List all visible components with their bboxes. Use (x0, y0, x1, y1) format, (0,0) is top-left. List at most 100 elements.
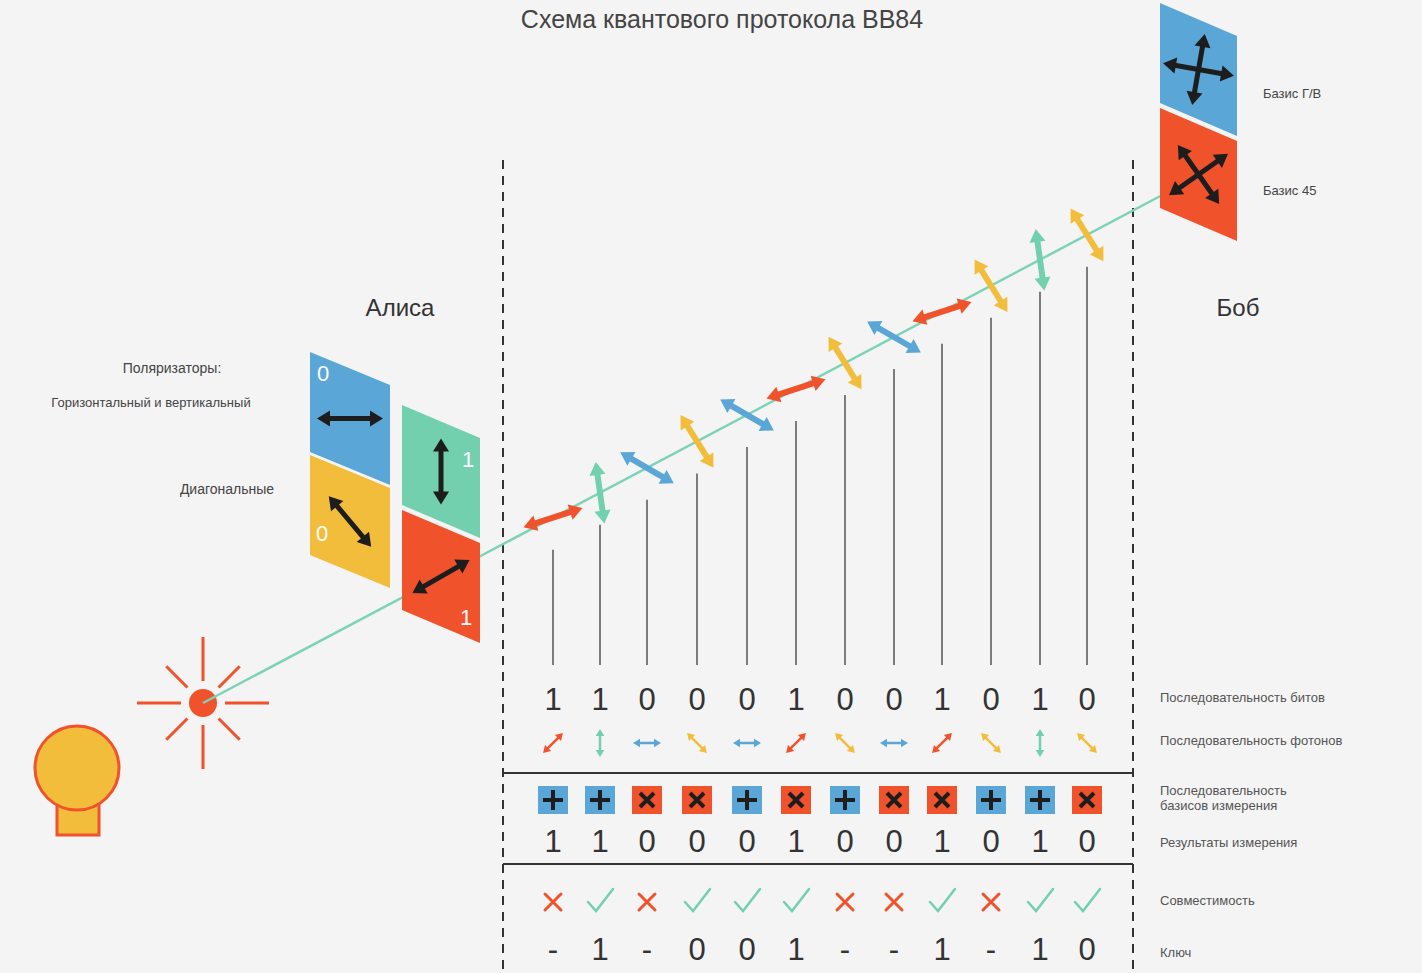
photon-icon (543, 733, 563, 753)
arrow-head (811, 376, 826, 391)
polarizer-arrow (433, 439, 449, 505)
bit-value: 0 (638, 682, 655, 718)
photon-icon (596, 729, 605, 757)
basis-symbol (1025, 786, 1055, 814)
measurement-value: 0 (982, 824, 999, 860)
photon (867, 321, 921, 353)
check-mark (784, 889, 809, 911)
arrow-head (720, 399, 735, 413)
arrow-head (1090, 246, 1104, 261)
measurement-value: 1 (1031, 824, 1048, 860)
arrow-head (700, 452, 714, 467)
key-value: - (548, 932, 558, 968)
measurement-value: 0 (836, 824, 853, 860)
light-ray (137, 702, 181, 705)
arrow-head (1036, 729, 1045, 736)
arrow-head (1163, 58, 1177, 74)
measurement-value: 1 (787, 824, 804, 860)
row-label: Последовательность базисов измерения (1160, 784, 1335, 814)
photon-icon (835, 733, 855, 753)
light-ray (166, 719, 187, 740)
arrow-shaft (599, 734, 602, 752)
arrow-head (433, 439, 449, 452)
arrow-shaft (691, 737, 704, 750)
arrow-shaft (326, 416, 374, 421)
cross-sign (1080, 793, 1094, 807)
photon-icon (733, 739, 761, 748)
measurement-value: 0 (688, 824, 705, 860)
arrow-head (412, 580, 427, 594)
arrow-head (981, 733, 989, 741)
measurement-value: 1 (544, 824, 561, 860)
row-separator (503, 772, 1133, 774)
measurement-value: 0 (1078, 824, 1095, 860)
key-value: 1 (933, 932, 950, 968)
bulb (35, 726, 119, 810)
basis-square (585, 786, 615, 814)
arrow-head (1089, 745, 1097, 753)
arrow-head (880, 739, 887, 748)
photon (590, 462, 611, 523)
arrow-shaft (979, 267, 1002, 304)
arrow-head (659, 470, 674, 484)
cross-mark (837, 894, 853, 910)
photon-icon (1077, 733, 1097, 753)
tile-outline (310, 455, 390, 588)
cross-mark (545, 894, 561, 910)
basis-symbol (585, 786, 615, 814)
tile-shape (1160, 108, 1237, 241)
arrow-head (944, 733, 952, 741)
arrow-shaft (790, 737, 803, 750)
light-ray (225, 702, 269, 705)
arrow-head (1169, 181, 1184, 195)
arrow-head (596, 750, 605, 757)
arrow-shaft (936, 737, 949, 750)
photon-icon (932, 733, 952, 753)
arrow-shaft (685, 423, 708, 460)
plus-sign (543, 790, 563, 810)
arrow-head (847, 745, 855, 753)
arrow-head (329, 496, 344, 511)
photon (975, 259, 1008, 312)
key-value: 0 (1078, 932, 1095, 968)
cross-sign (789, 793, 803, 807)
arrow-head (835, 733, 843, 741)
basis-square (976, 786, 1006, 814)
light-ray (219, 719, 240, 740)
basis-arrow (1169, 154, 1228, 195)
drop-line (1039, 292, 1041, 665)
basis-symbol (538, 786, 568, 814)
basis-square (1025, 786, 1055, 814)
arrow-shaft (833, 344, 856, 381)
photon-icon (880, 739, 908, 748)
arrow-head (1030, 229, 1046, 243)
row-label: Ключ (1160, 946, 1191, 961)
plus-sign (981, 790, 1001, 810)
plus-sign (590, 790, 610, 810)
arrow-shaft (1176, 159, 1220, 190)
arrow-head (654, 739, 661, 748)
measurement-value: 1 (591, 824, 608, 860)
bit-value: 1 (787, 682, 804, 718)
arrow-head (1213, 154, 1228, 168)
arrow-head (633, 739, 640, 748)
polarizer-tile: 1 (402, 510, 480, 643)
arrow-head (454, 560, 469, 574)
arrow-shaft (1081, 737, 1094, 750)
polarizer-arrow (329, 496, 371, 547)
arrow-shaft (875, 326, 913, 348)
basis-arrow (1187, 34, 1211, 105)
group-heading: Поляризаторы: (123, 360, 222, 376)
basis-square (781, 786, 811, 814)
basis-symbol (927, 786, 957, 814)
bit-value: 0 (982, 682, 999, 718)
key-value: 0 (738, 932, 755, 968)
arrow-shaft (439, 448, 444, 496)
basis-square (732, 786, 762, 814)
arrow-head (433, 492, 449, 505)
party-name: Алиса (366, 294, 435, 322)
basis-symbol (1072, 786, 1102, 814)
drop-line (746, 447, 748, 665)
photon (1030, 229, 1051, 290)
group-heading: Горизонтальный и вертикальный (51, 396, 250, 411)
